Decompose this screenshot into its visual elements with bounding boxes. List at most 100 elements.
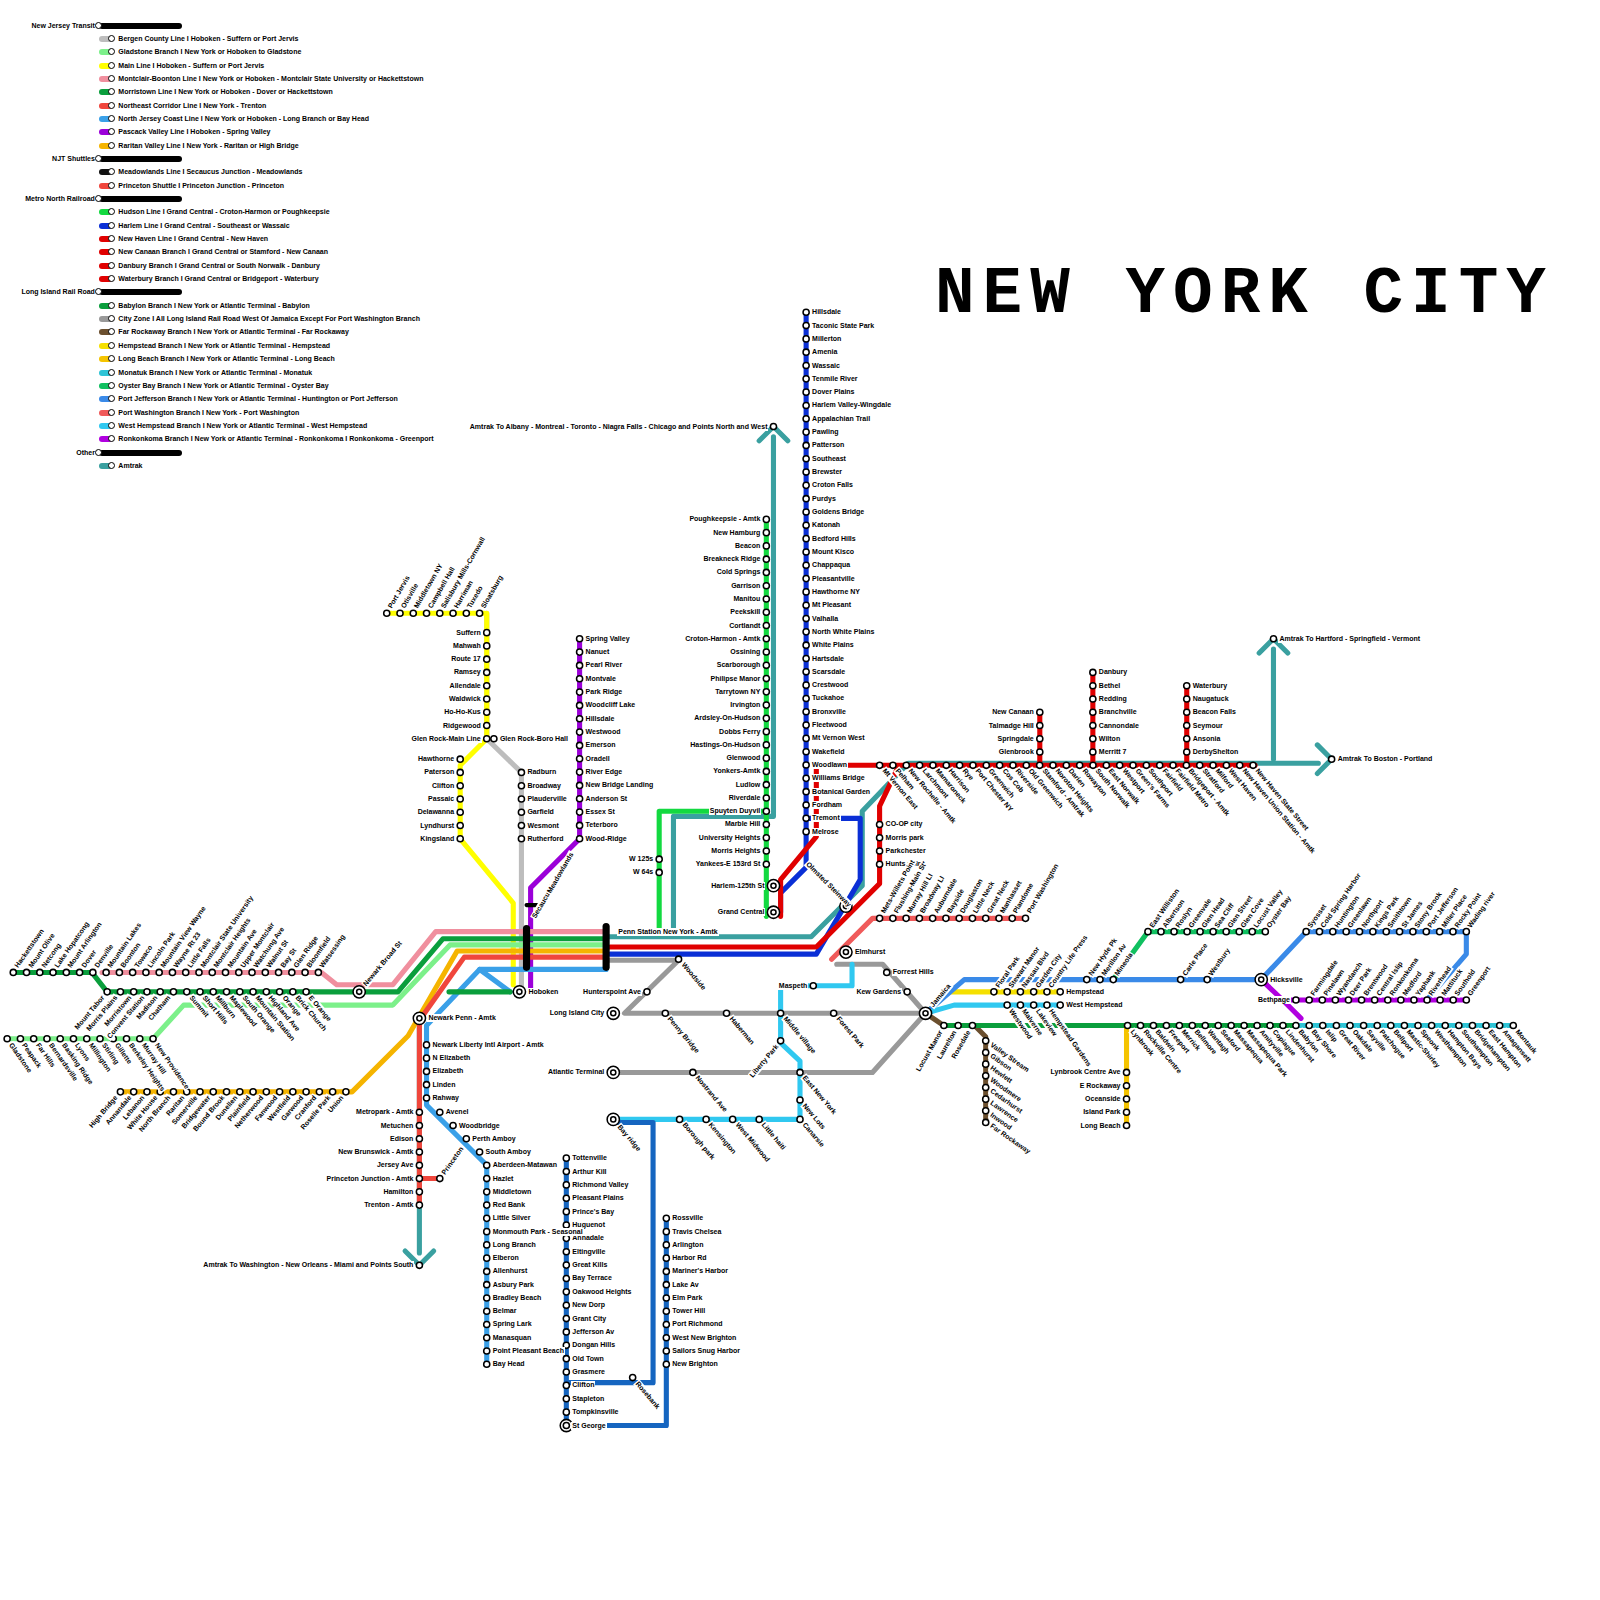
station-dot	[1178, 977, 1184, 983]
station-dot	[1456, 1022, 1462, 1028]
station-label: Bay Head	[492, 1360, 526, 1368]
station-label: Stapleton	[571, 1395, 605, 1403]
station-dot	[577, 689, 583, 695]
legend-swatch	[99, 156, 182, 162]
station-dot	[943, 915, 949, 921]
station-dot	[656, 856, 662, 862]
station-dot	[1050, 762, 1056, 768]
station-dot	[1123, 1109, 1129, 1115]
station-label: Wassaic	[811, 362, 841, 370]
station-dot	[803, 402, 809, 408]
legend-label: Harlem Line I Grand Central - Southeast …	[118, 222, 289, 230]
rail-line	[1271, 649, 1276, 759]
station-dot	[1022, 915, 1028, 921]
station-label: Williams Bridge	[811, 774, 865, 782]
legend-dot	[108, 102, 115, 109]
station-dot	[1411, 997, 1417, 1003]
station-label: Amenia	[811, 348, 838, 356]
station-dot	[210, 989, 216, 995]
station-dot	[131, 1089, 137, 1095]
station-dot	[1063, 762, 1069, 768]
station-dot	[416, 1122, 422, 1128]
station-label: Fordham	[811, 801, 843, 809]
station-label: Marble Hill	[724, 820, 761, 828]
legend-dot	[108, 168, 115, 175]
station-dot	[763, 649, 769, 655]
station-dot	[763, 702, 769, 708]
station-dot	[1463, 929, 1469, 935]
station-dot	[484, 1162, 490, 1168]
station-label: Lake Av	[671, 1281, 699, 1289]
station-label: Pearl River	[585, 661, 624, 669]
station-dot	[763, 569, 769, 575]
station-label: Valhalla	[811, 615, 839, 623]
station-dot	[1044, 989, 1050, 995]
station-label: Purdys	[811, 495, 837, 503]
station-label: Meadowlands	[545, 850, 576, 895]
station-dot	[763, 689, 769, 695]
station-label: Riverdale	[728, 794, 762, 802]
legend-dot	[108, 369, 115, 376]
station-dot	[1090, 709, 1096, 715]
station-label: Ludlow	[735, 781, 762, 789]
station-dot	[577, 796, 583, 802]
station-dot	[803, 629, 809, 635]
station-dot	[1017, 1002, 1023, 1008]
station-label: White Plains	[811, 641, 855, 649]
station-dot	[563, 1249, 569, 1255]
station-dot	[1037, 736, 1043, 742]
station-dot	[457, 769, 463, 775]
legend-label: North Jersey Coast Line I New York or Ho…	[118, 115, 369, 123]
station-dot	[1415, 1022, 1421, 1028]
station-dot	[1150, 1022, 1156, 1028]
legend-dot	[108, 75, 115, 82]
station-dot	[123, 1036, 129, 1042]
station-dot	[1359, 997, 1365, 1003]
rail-line	[566, 1218, 666, 1425]
station-dot	[877, 821, 883, 827]
station-dot	[1361, 1022, 1367, 1028]
station-dot	[1401, 1022, 1407, 1028]
rail-line	[781, 312, 807, 912]
legend-dot	[95, 449, 102, 456]
station-dot	[1184, 736, 1190, 742]
station-label: Ramsey	[453, 668, 482, 676]
station-label: Katonah	[811, 521, 841, 529]
legend-dot	[108, 128, 115, 135]
station-dot	[1255, 973, 1267, 985]
station-dot	[663, 1321, 669, 1327]
station-dot	[143, 969, 149, 975]
station-dot	[263, 989, 269, 995]
station-dot	[778, 1010, 784, 1016]
station-dot	[877, 861, 883, 867]
legend-heading: Other	[76, 449, 95, 457]
station-label: Tremont	[811, 814, 841, 822]
station-dot	[484, 1229, 490, 1235]
station-dot	[763, 530, 769, 536]
station-dot	[249, 969, 255, 975]
station-label: Beacon	[734, 542, 761, 550]
station-label: Hawthorne	[417, 755, 455, 763]
station-label: West Hempstead	[1065, 1001, 1123, 1009]
station-dot	[1023, 762, 1029, 768]
station-label: Bethel	[1098, 682, 1121, 690]
rail-line	[1124, 1026, 1129, 1126]
rail-line	[926, 1013, 986, 1122]
legend-swatch	[99, 289, 182, 295]
legend-heading: Metro North Railroad	[25, 195, 95, 203]
station-dot	[477, 610, 483, 616]
station-dot	[1117, 762, 1123, 768]
legend-label: Montclair-Boonton Line I New York or Hob…	[118, 75, 423, 83]
station-label: Bay ridge	[615, 1123, 643, 1154]
station-label: Hazlet	[492, 1175, 515, 1183]
rail-line	[449, 989, 510, 994]
legend-dot	[108, 275, 115, 282]
legend-label: Morristown Line I New York or Hoboken - …	[118, 88, 332, 96]
station-label: Amtrak To Boston - Portland	[1337, 755, 1434, 763]
station-dot	[1356, 929, 1362, 935]
station-label: Oradell	[585, 755, 611, 763]
station-dot	[416, 1176, 422, 1182]
legend-dot	[108, 462, 115, 469]
station-dot	[518, 783, 524, 789]
station-dot	[150, 1036, 156, 1042]
